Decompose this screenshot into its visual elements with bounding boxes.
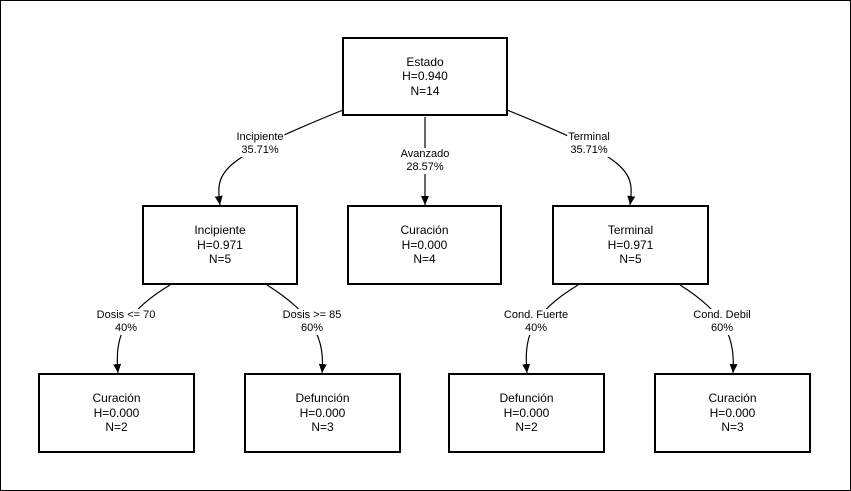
- edge-label-text: Avanzado: [400, 148, 450, 160]
- node-leaf-curacion-2: Curación H=0.000 N=3: [654, 373, 811, 453]
- edge-label-text: Cond. Fuerte: [503, 309, 569, 321]
- node-entropy: H=0.000: [299, 405, 346, 420]
- edge-label-dosis-low: Dosis <= 70 40%: [95, 309, 157, 335]
- node-count: N=3: [721, 420, 744, 435]
- edge-label-avanzado: Avanzado 28.57%: [399, 148, 451, 174]
- edge-label-dosis-high: Dosis >= 85 60%: [281, 309, 343, 335]
- node-count: N=3: [311, 420, 334, 435]
- node-leaf-defuncion-2: Defunción H=0.000 N=2: [448, 373, 605, 453]
- node-title: Defunción: [499, 391, 554, 406]
- edge-root-terminal: [506, 109, 636, 206]
- edge-label-incipiente: Incipiente 35.71%: [235, 131, 285, 157]
- node-avanzado: Curación H=0.000 N=4: [347, 205, 502, 285]
- node-incipiente: Incipiente H=0.971 N=5: [142, 205, 298, 285]
- edge-label-text: Dosis <= 70: [96, 309, 156, 321]
- edge-label-cond-debil: Cond. Debil 60%: [692, 309, 752, 335]
- edge-label-text: Incipiente: [236, 131, 284, 143]
- node-entropy: H=0.000: [93, 405, 140, 420]
- node-count: N=5: [619, 252, 642, 267]
- node-entropy: H=0.971: [607, 237, 654, 252]
- node-leaf-curacion-1: Curación H=0.000 N=2: [38, 373, 195, 453]
- edge-label-percent: 60%: [710, 322, 734, 334]
- edge-label-percent: 35.71%: [570, 144, 608, 156]
- node-entropy: H=0.940: [402, 69, 448, 84]
- edge-label-text: Terminal: [568, 131, 610, 143]
- node-count: N=14: [410, 83, 440, 98]
- edge-label-percent: 28.57%: [406, 161, 444, 173]
- node-count: N=2: [515, 420, 538, 435]
- node-count: N=2: [105, 420, 128, 435]
- node-count: N=4: [413, 252, 436, 267]
- node-title: Incipiente: [194, 223, 246, 238]
- edge-label-percent: 60%: [300, 322, 324, 334]
- node-title: Curación: [92, 391, 141, 406]
- node-leaf-defuncion-1: Defunción H=0.000 N=3: [244, 373, 401, 453]
- node-title: Estado: [406, 54, 444, 69]
- edge-root-incipiente: [214, 109, 344, 206]
- edge-label-percent: 40%: [524, 322, 548, 334]
- node-title: Curación: [708, 391, 757, 406]
- node-title: Terminal: [607, 223, 654, 238]
- edge-label-percent: 40%: [114, 322, 138, 334]
- node-entropy: H=0.000: [503, 405, 550, 420]
- node-title: Defunción: [295, 391, 350, 406]
- edge-label-terminal: Terminal 35.71%: [567, 131, 611, 157]
- node-title: Curación: [400, 223, 449, 238]
- node-count: N=5: [208, 252, 232, 267]
- node-root: Estado H=0.940 N=14: [342, 37, 508, 116]
- edge-label-percent: 35.71%: [241, 144, 279, 156]
- node-entropy: H=0.000: [401, 237, 448, 252]
- edge-label-cond-fuerte: Cond. Fuerte 40%: [502, 309, 570, 335]
- node-terminal: Terminal H=0.971 N=5: [552, 205, 709, 285]
- node-entropy: H=0.971: [197, 237, 243, 252]
- node-entropy: H=0.000: [709, 405, 756, 420]
- edge-label-text: Cond. Debil: [693, 309, 751, 321]
- edge-label-text: Dosis >= 85: [282, 309, 342, 321]
